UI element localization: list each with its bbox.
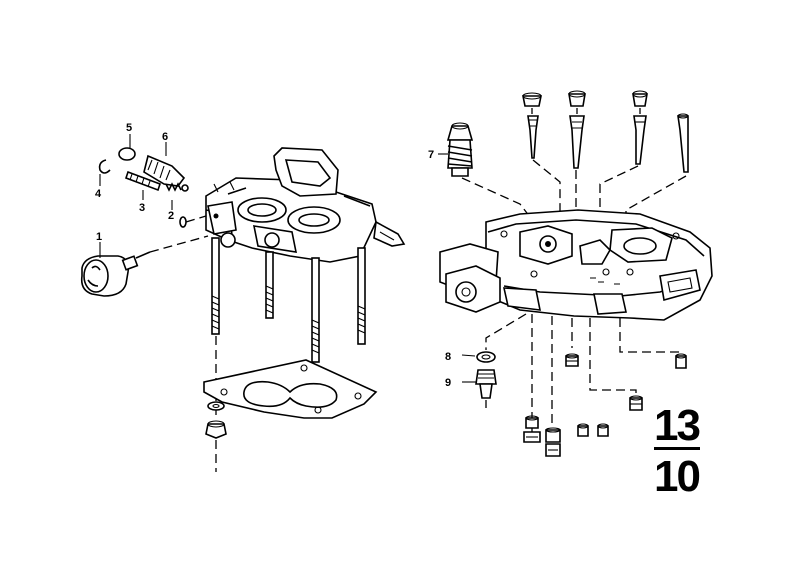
top-plugs bbox=[522, 90, 648, 107]
washer-ring bbox=[118, 147, 136, 161]
small-screw-c bbox=[629, 395, 643, 411]
callout-5: 5 bbox=[126, 122, 132, 134]
carburetor-body bbox=[439, 209, 713, 321]
small-plug-b bbox=[675, 353, 687, 369]
callout-7: 7 bbox=[428, 149, 434, 161]
emulsion-tubes bbox=[527, 113, 689, 173]
bottom-screws bbox=[523, 415, 609, 457]
callout-6: 6 bbox=[162, 131, 168, 143]
main-jet-plug bbox=[462, 369, 497, 399]
sealing-ring bbox=[461, 351, 496, 363]
group-number: 13 bbox=[654, 401, 699, 450]
small-screw-a bbox=[565, 353, 579, 367]
base-gasket bbox=[203, 359, 378, 419]
callout-4: 4 bbox=[95, 188, 102, 200]
spring bbox=[165, 182, 189, 192]
float-needle-valve bbox=[438, 122, 474, 177]
throttle-body bbox=[205, 147, 406, 263]
fraction-bar bbox=[654, 447, 700, 450]
callout-1: 1 bbox=[96, 231, 102, 243]
circlip-ring bbox=[98, 159, 111, 174]
mixture-screw bbox=[124, 170, 162, 192]
callout-2: 2 bbox=[168, 210, 174, 222]
callout-8: 8 bbox=[445, 351, 451, 363]
small-washer bbox=[179, 215, 207, 228]
callout-9: 9 bbox=[445, 377, 451, 389]
solenoid-valve bbox=[80, 235, 209, 297]
sub-group-number: 10 bbox=[654, 452, 699, 501]
callout-3: 3 bbox=[139, 202, 145, 214]
idle-jet bbox=[143, 154, 186, 187]
stud-nut bbox=[205, 420, 227, 439]
stud-washer bbox=[207, 401, 225, 411]
mounting-studs bbox=[211, 237, 366, 363]
